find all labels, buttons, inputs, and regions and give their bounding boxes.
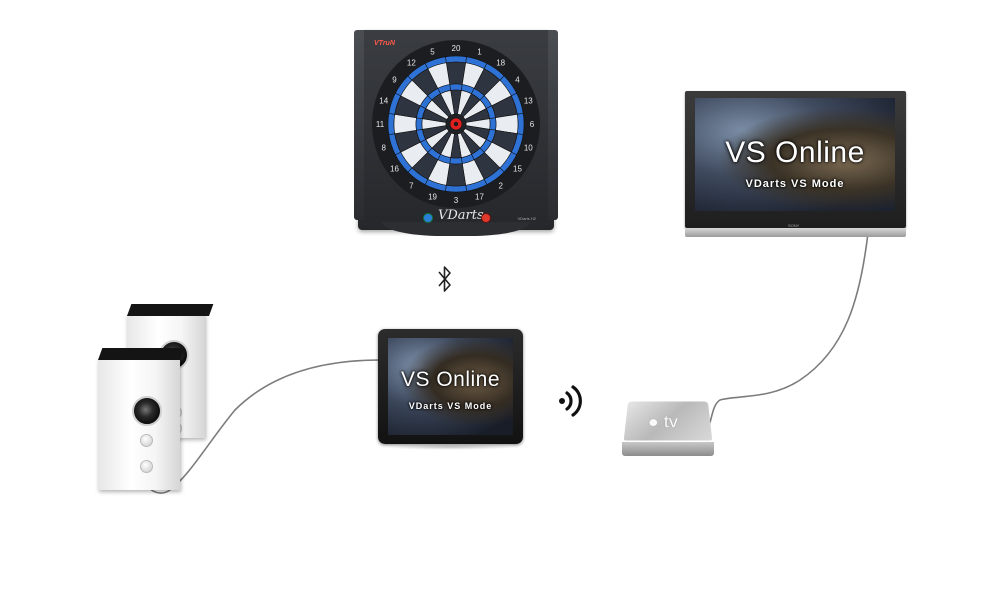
dartboard-number-label: 14 — [379, 97, 388, 106]
dartboard-face: 20 1 18 4 13 6 10 15 2 17 3 19 7 16 8 11 14 9 12 5 — [372, 40, 540, 208]
dartboard-number-label: 2 — [498, 181, 503, 190]
tablet-screen-subtitle: VDarts VS Mode — [408, 401, 493, 411]
dartboard-number-label: 15 — [513, 165, 522, 174]
television: VS Online VDarts VS Mode SONY — [685, 91, 906, 237]
dartboard-number-label: 7 — [409, 181, 414, 190]
dartboard-red-button[interactable] — [482, 214, 490, 222]
dartboard-number-label: 11 — [376, 120, 385, 129]
dartboard-number-label: 20 — [452, 44, 461, 53]
dartboard-number-label: 3 — [454, 196, 459, 205]
bluetooth-icon — [438, 266, 451, 292]
tv-brand-logo: SONY — [788, 223, 800, 228]
tablet-device: VS Online VDarts VS Mode — [378, 329, 523, 450]
cabinet-right-wing — [548, 30, 558, 220]
apple-icon: ● — [647, 413, 660, 431]
dartboard-number-label: 12 — [407, 59, 416, 68]
dartboard-triple-ring-segment — [449, 83, 463, 91]
dartboard-brand-mark: VTruN — [374, 40, 395, 47]
tablet-shadow — [386, 444, 515, 450]
dartboard-blue-button[interactable] — [424, 214, 432, 222]
speaker-front — [98, 348, 185, 490]
dartboard-number-label: 1 — [477, 48, 482, 57]
cabinet-left-wing — [354, 30, 364, 220]
tablet-screen[interactable]: VS Online VDarts VS Mode — [388, 338, 513, 435]
dartboard-number-label: 5 — [430, 48, 435, 57]
dartboard-number-label: 16 — [390, 165, 399, 174]
dartboard-number-label: 18 — [496, 59, 505, 68]
dartboard-brand-logo: VDarts — [438, 208, 484, 223]
tv-screen-title: VS Online — [725, 136, 865, 169]
dartboard-number-label: 13 — [524, 97, 533, 106]
dartboard-model-label: VDarts H2 — [517, 216, 536, 221]
tablet-screen-title: VS Online — [400, 368, 501, 391]
tv-to-appletv-cable — [707, 232, 869, 429]
dartboard-number-label: 17 — [475, 192, 484, 201]
dartboard-number-label: 4 — [515, 75, 520, 84]
speaker-front-woofer — [132, 396, 162, 426]
tv-screen: VS Online VDarts VS Mode — [695, 98, 895, 211]
dartboard-triple-ring-segment — [415, 117, 423, 131]
tv-screen-subtitle: VDarts VS Mode — [745, 178, 845, 190]
dartboard-number-label: 9 — [392, 75, 397, 84]
speaker-front-knob-1[interactable] — [140, 434, 153, 447]
dartboard-number-label: 8 — [381, 143, 386, 152]
dartboard-number-label: 6 — [530, 120, 535, 129]
speaker-to-tablet-cable — [149, 359, 381, 494]
wireless-signal-icon — [559, 385, 582, 417]
apple-tv-logo: ● tv — [647, 413, 678, 432]
apple-tv-box: ● tv — [622, 398, 714, 458]
speaker-rear-top — [127, 304, 214, 316]
cabinet-base — [382, 222, 530, 236]
electronic-dartboard: VTruN 20 1 18 4 13 6 10 15 2 17 3 19 7 16 8 11 14 9 12 5 VD… — [354, 30, 558, 236]
dartboard-triple-ring-segment — [489, 117, 497, 131]
apple-tv-side — [622, 442, 714, 456]
dartboard-number-label: 10 — [524, 143, 533, 152]
dartboard-number-label: 19 — [428, 192, 437, 201]
apple-tv-logo-text: tv — [663, 413, 679, 431]
speaker-front-top — [98, 348, 185, 360]
tv-bottom-bezel — [685, 228, 906, 237]
apple-tv-top: ● tv — [623, 401, 713, 441]
dartboard-triple-ring-segment — [449, 157, 463, 165]
speaker-front-knob-2[interactable] — [140, 460, 153, 473]
dartboard-bull-center — [453, 121, 459, 127]
